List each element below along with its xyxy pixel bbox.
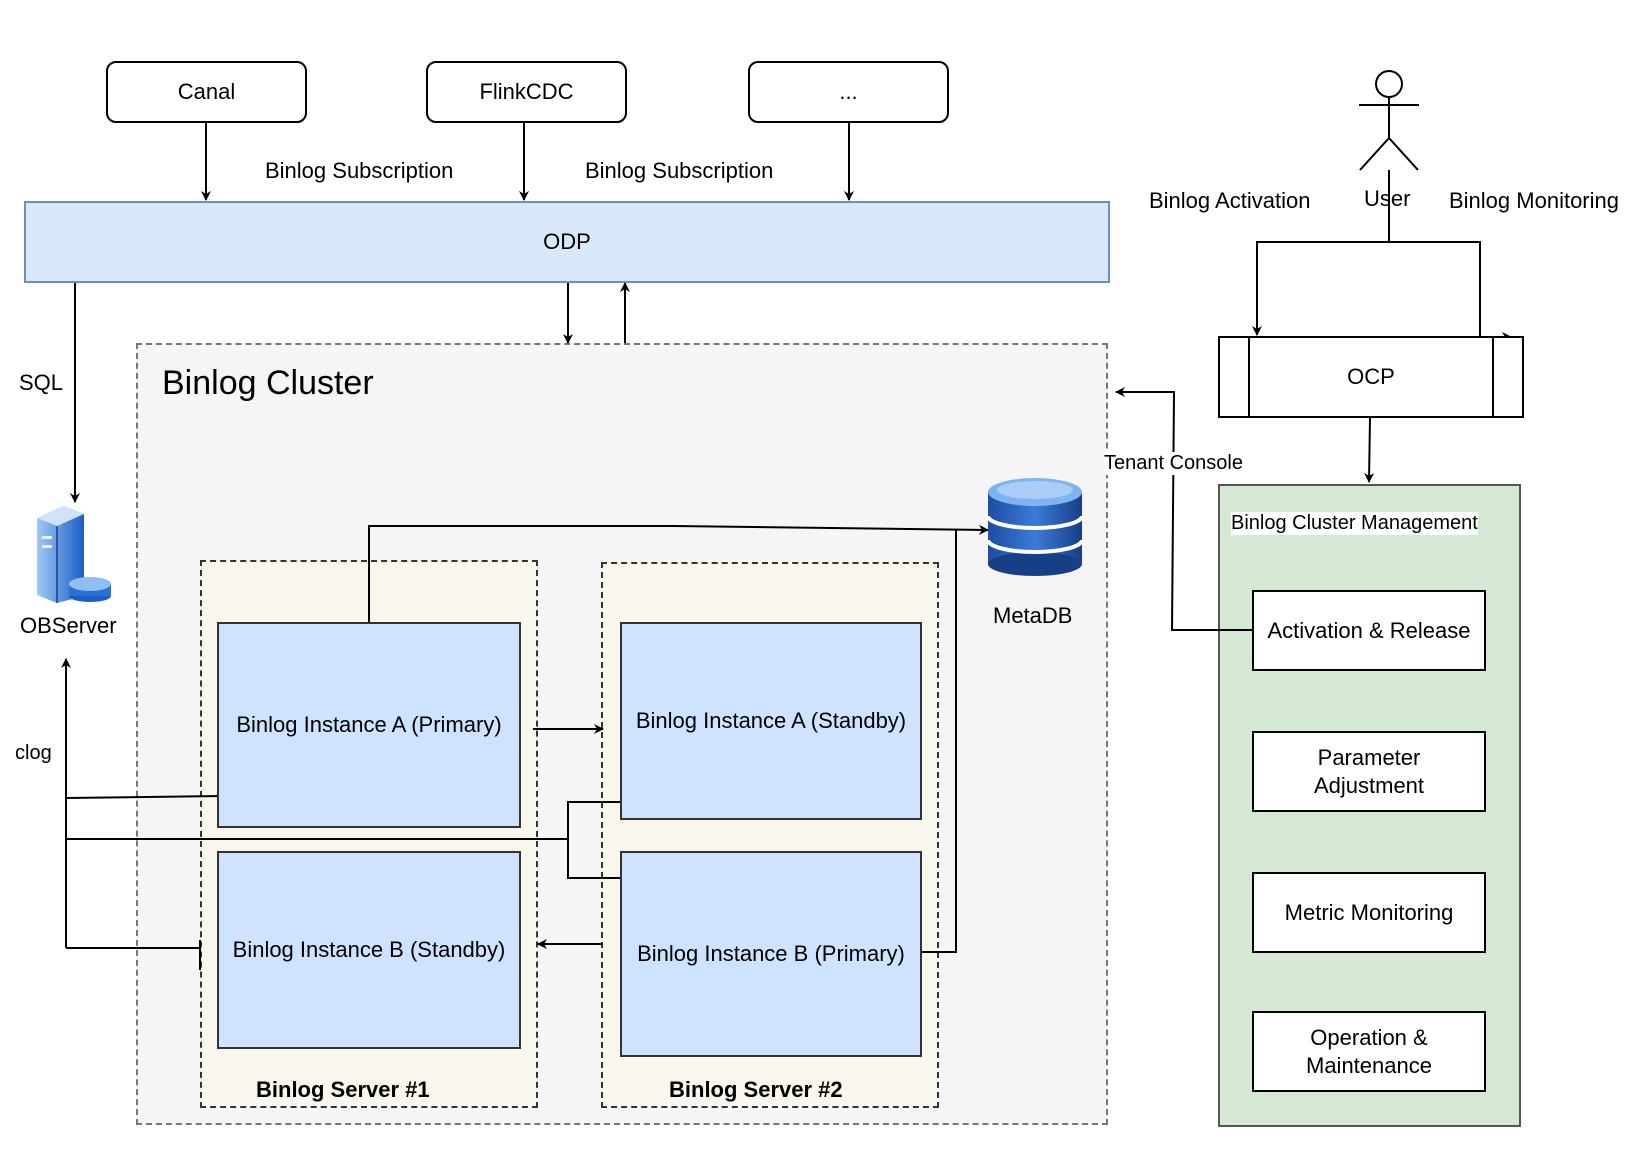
management-activation-release: Activation & Release [1252,590,1486,671]
user-label: User [1364,186,1411,211]
observer-label: OBServer [20,613,117,638]
edge-server2-clog [567,801,620,879]
edge-inst-a-primary-clog [65,795,223,799]
server2-instance-a-standby: Binlog Instance A (Standby) [620,622,922,820]
edge-tenant-console [1115,387,1252,631]
user-actor-icon [1359,70,1419,171]
binlog-cluster-title: Binlog Cluster [162,364,374,402]
source-more: ... [748,61,949,123]
metadb-label: MetaDB [993,603,1073,628]
edge-inst-b-metadb [922,530,957,953]
odp-proxy: ODP [24,201,1110,283]
binlog-server-2-label: Binlog Server #2 [669,1077,843,1102]
server1-instance-a-primary: Binlog Instance A (Primary) [217,622,521,828]
source-canal: Canal [106,61,307,123]
edge-ocp-management [1364,417,1375,483]
source-flinkcdc: FlinkCDC [426,61,627,123]
management-metric-monitoring: Metric Monitoring [1252,872,1486,953]
binlog-server-1-label: Binlog Server #1 [256,1077,430,1102]
edge-user-ocp-activation [1252,241,1389,336]
management-title: Binlog Cluster Management [1231,512,1478,535]
management-parameter-adjustment: Parameter Adjustment [1252,731,1486,812]
label-binlog-monitoring: Binlog Monitoring [1449,188,1619,213]
metadb-database-icon [986,478,1084,576]
edge-user-ocp-monitoring [1389,241,1512,342]
label-binlog-activation: Binlog Activation [1149,188,1311,214]
ocp-platform: OCP [1218,336,1524,418]
management-operation-maintenance: Operation & Maintenance [1252,1011,1486,1092]
server1-instance-b-standby: Binlog Instance B (Standby) [217,851,521,1049]
label-binlog-subscription-2: Binlog Subscription [585,158,774,183]
label-binlog-subscription-1: Binlog Subscription [265,158,454,183]
server2-instance-b-primary: Binlog Instance B (Primary) [620,851,922,1057]
observer-server-icon [37,506,111,603]
label-tenant-console: Tenant Console [1104,452,1243,475]
edge-inst-a-metadb [368,524,989,623]
label-sql: SQL [19,370,64,395]
label-clog: clog [15,742,52,764]
